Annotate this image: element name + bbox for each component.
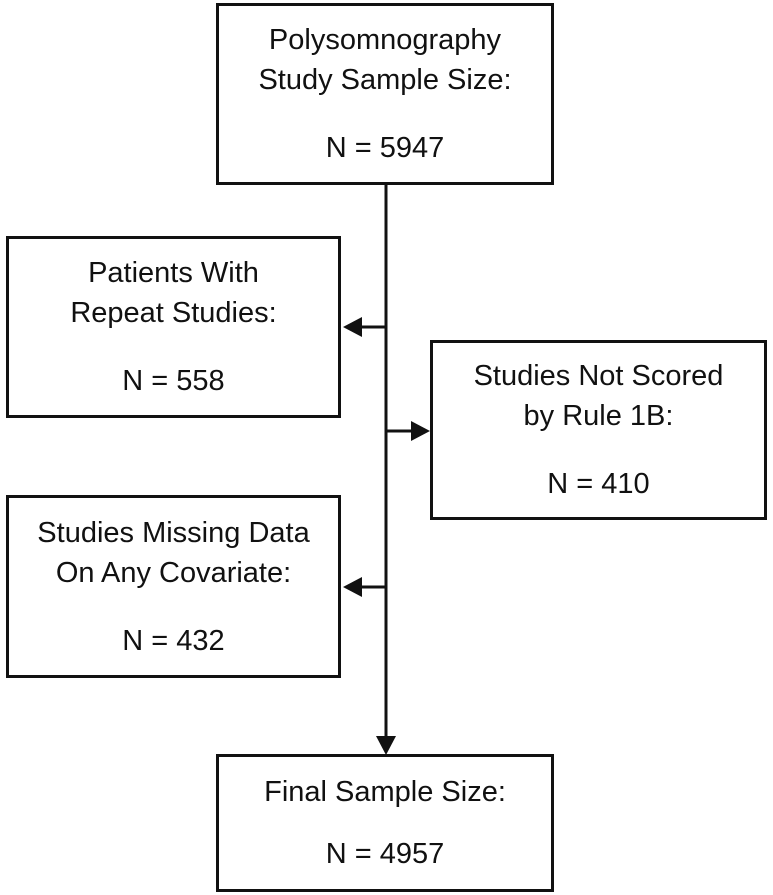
not-scored-title-line1: Studies Not Scored (473, 360, 724, 392)
initial-sample-title-line2: Study Sample Size: (258, 64, 512, 96)
final-sample-count: N = 4957 (325, 838, 445, 870)
arrowhead-repeat (343, 317, 362, 337)
missing-data-box: Studies Missing Data On Any Covariate: N… (6, 495, 341, 678)
not-scored-box: Studies Not Scored by Rule 1B: N = 410 (430, 340, 767, 520)
arrowhead-missing (343, 577, 362, 597)
arrow-to-final (376, 736, 396, 755)
final-sample-title: Final Sample Size: (264, 776, 506, 808)
initial-sample-box: Polysomnography Study Sample Size: N = 5… (216, 3, 554, 185)
missing-data-title-line2: On Any Covariate: (55, 556, 292, 589)
repeat-studies-title-line2: Repeat Studies: (70, 297, 277, 329)
repeat-studies-count: N = 558 (122, 365, 225, 397)
missing-data-count: N = 432 (122, 624, 225, 657)
not-scored-count: N = 410 (547, 468, 650, 500)
final-sample-box: Final Sample Size: N = 4957 (216, 754, 554, 892)
arrowhead-rule (411, 421, 430, 441)
initial-sample-count: N = 5947 (325, 132, 445, 164)
missing-data-title-line1: Studies Missing Data (37, 516, 310, 549)
repeat-studies-box: Patients With Repeat Studies: N = 558 (6, 236, 341, 418)
initial-sample-title-line1: Polysomnography (268, 24, 502, 56)
not-scored-title-line2: by Rule 1B: (523, 400, 674, 432)
repeat-studies-title-line1: Patients With (88, 257, 259, 289)
